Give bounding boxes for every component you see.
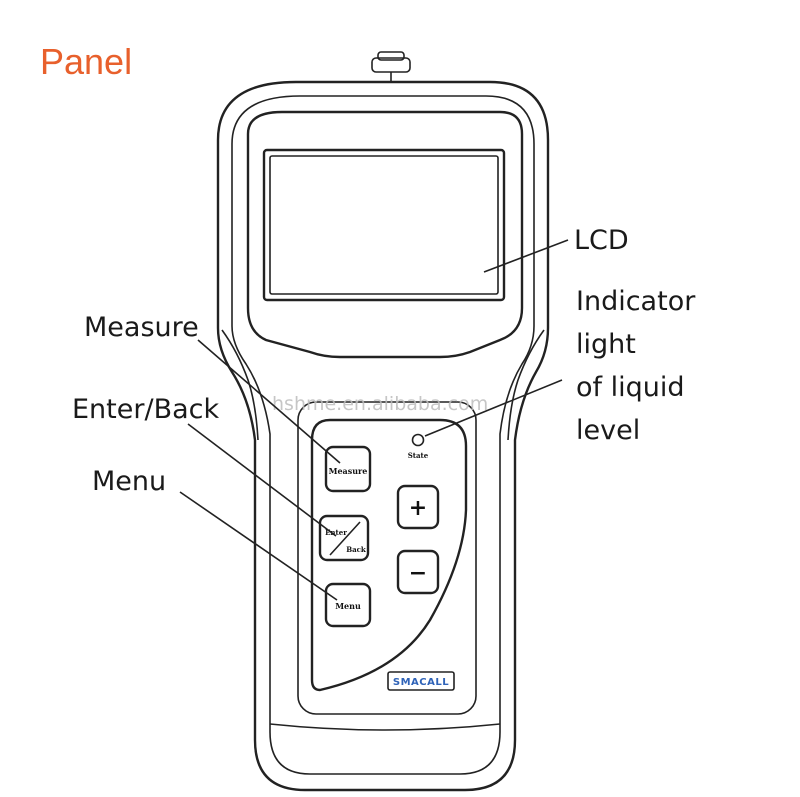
enter-button-label: Enter <box>325 528 347 537</box>
indicator-label-line-1: Indicator <box>576 286 696 317</box>
enter-back-leader <box>187 423 337 537</box>
indicator-label-line-2: light <box>576 329 636 360</box>
keypad-panel <box>310 418 468 692</box>
back-button-label: Back <box>346 545 366 554</box>
menu-leader <box>179 491 338 601</box>
brand-badge: SMACALL <box>387 671 455 691</box>
plus-button[interactable]: + <box>396 484 440 530</box>
lcd-label: LCD <box>574 225 629 256</box>
menu-button[interactable]: Menu <box>324 582 372 628</box>
menu-button-label: Menu <box>335 601 361 611</box>
watermark: hshme.en.alibaba.com <box>272 393 488 415</box>
measure-button-label: Measure <box>329 466 368 476</box>
menu-label: Menu <box>92 466 166 497</box>
enter-back-label: Enter/Back <box>72 394 219 425</box>
measure-button[interactable]: Measure <box>324 445 372 493</box>
leader-lines <box>179 239 569 601</box>
minus-button-label: − <box>409 560 427 586</box>
lcd-leader <box>483 239 569 273</box>
indicator-label-line-3: of liquid <box>576 372 685 403</box>
indicator-label-line-4: level <box>576 415 640 446</box>
enter-back-button[interactable]: Enter Back <box>318 514 370 562</box>
indicator-label: Indicator light of liquid level <box>576 286 704 446</box>
minus-button[interactable]: − <box>396 549 440 595</box>
device-body <box>216 80 550 792</box>
page-title: Panel <box>40 41 132 82</box>
top-connector <box>371 51 411 82</box>
state-label: State <box>408 451 429 460</box>
indicator-leader <box>424 379 563 437</box>
brand-label: SMACALL <box>393 677 449 688</box>
indicator-light: State <box>408 433 429 460</box>
measure-leader <box>197 339 341 464</box>
lcd-screen <box>262 148 506 302</box>
plus-button-label: + <box>409 495 427 521</box>
measure-label: Measure <box>84 312 199 343</box>
